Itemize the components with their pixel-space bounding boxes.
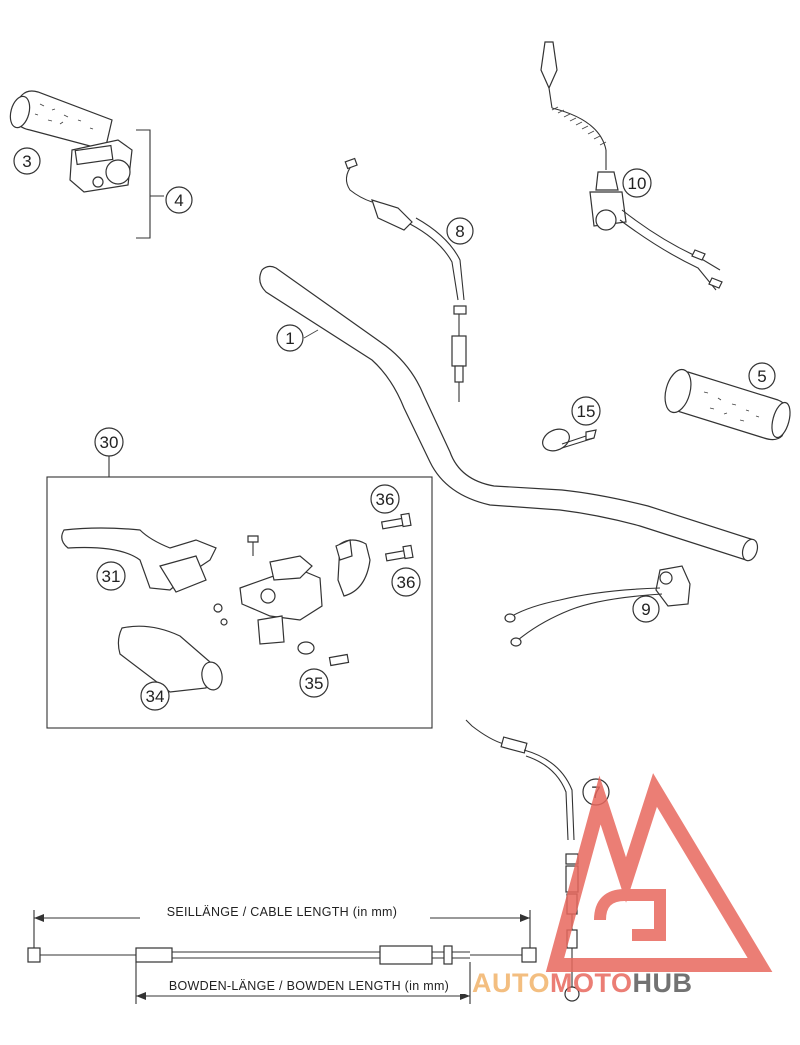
watermark-part2: MOTO: [550, 968, 633, 998]
callout-5-label: 5: [757, 367, 766, 386]
left-grip: [664, 368, 791, 441]
callout-10: [622, 168, 652, 198]
callout-35: [299, 668, 329, 698]
callout-3: [13, 147, 41, 175]
watermark-triangle: [545, 773, 773, 972]
callout-15: [571, 396, 601, 426]
callout-8: [446, 217, 474, 245]
throttle-grip: [9, 90, 133, 193]
callout-9-label: 9: [641, 600, 650, 619]
callout-4-label: 4: [174, 191, 183, 210]
watermark-part1: AUTO: [472, 968, 550, 998]
bowden-length-label: BOWDEN-LÄNGE / BOWDEN LENGTH (in mm): [169, 979, 449, 993]
callout-31-label: 31: [102, 567, 121, 586]
callout-36-upper: [370, 484, 400, 514]
handlebar: [259, 265, 759, 562]
throttle-cable: [344, 157, 467, 402]
cable-length-label-bg: [140, 904, 430, 920]
callout-34: [140, 681, 170, 711]
callout-36-lower-label: 36: [397, 573, 416, 592]
callout-30: [94, 427, 124, 457]
callout-36-lower: [391, 567, 421, 597]
watermark-part3: HUB: [633, 968, 693, 998]
callout-1-label: 1: [285, 329, 294, 348]
watermark-text: AUTOMOTOHUB: [472, 968, 693, 998]
cable-length-label: SEILLÄNGE / CABLE LENGTH (in mm): [167, 905, 398, 919]
bowden-length-label-bg: [150, 978, 468, 994]
watermark-logo: AUTOMOTOHUB: [472, 773, 773, 998]
callout-15-label: 15: [577, 402, 596, 421]
callout-34-label: 34: [146, 687, 165, 706]
assembly-box: [46, 476, 433, 729]
cable-tie: [542, 428, 597, 452]
bracket-4: [136, 129, 164, 239]
callout-35-label: 35: [305, 674, 324, 693]
wiring-switch: [504, 565, 691, 647]
clutch-lever-assembly: [61, 512, 414, 693]
callout-4: [165, 186, 193, 214]
callout-8-label: 8: [455, 222, 464, 241]
callout-1: [276, 324, 304, 352]
callout-3-label: 3: [22, 152, 31, 171]
callout-31: [96, 561, 126, 591]
kill-switch: [540, 41, 723, 291]
callout-36-upper-label: 36: [376, 490, 395, 509]
watermark-inner-mark: [594, 889, 666, 941]
callout-5: [748, 362, 776, 390]
callouts: 1 3 4 5 7 8 9 10 15 30 31 34 35: [13, 147, 776, 806]
callout-10-label: 10: [628, 174, 647, 193]
callout-9: [632, 595, 660, 623]
callout-30-label: 30: [100, 433, 119, 452]
